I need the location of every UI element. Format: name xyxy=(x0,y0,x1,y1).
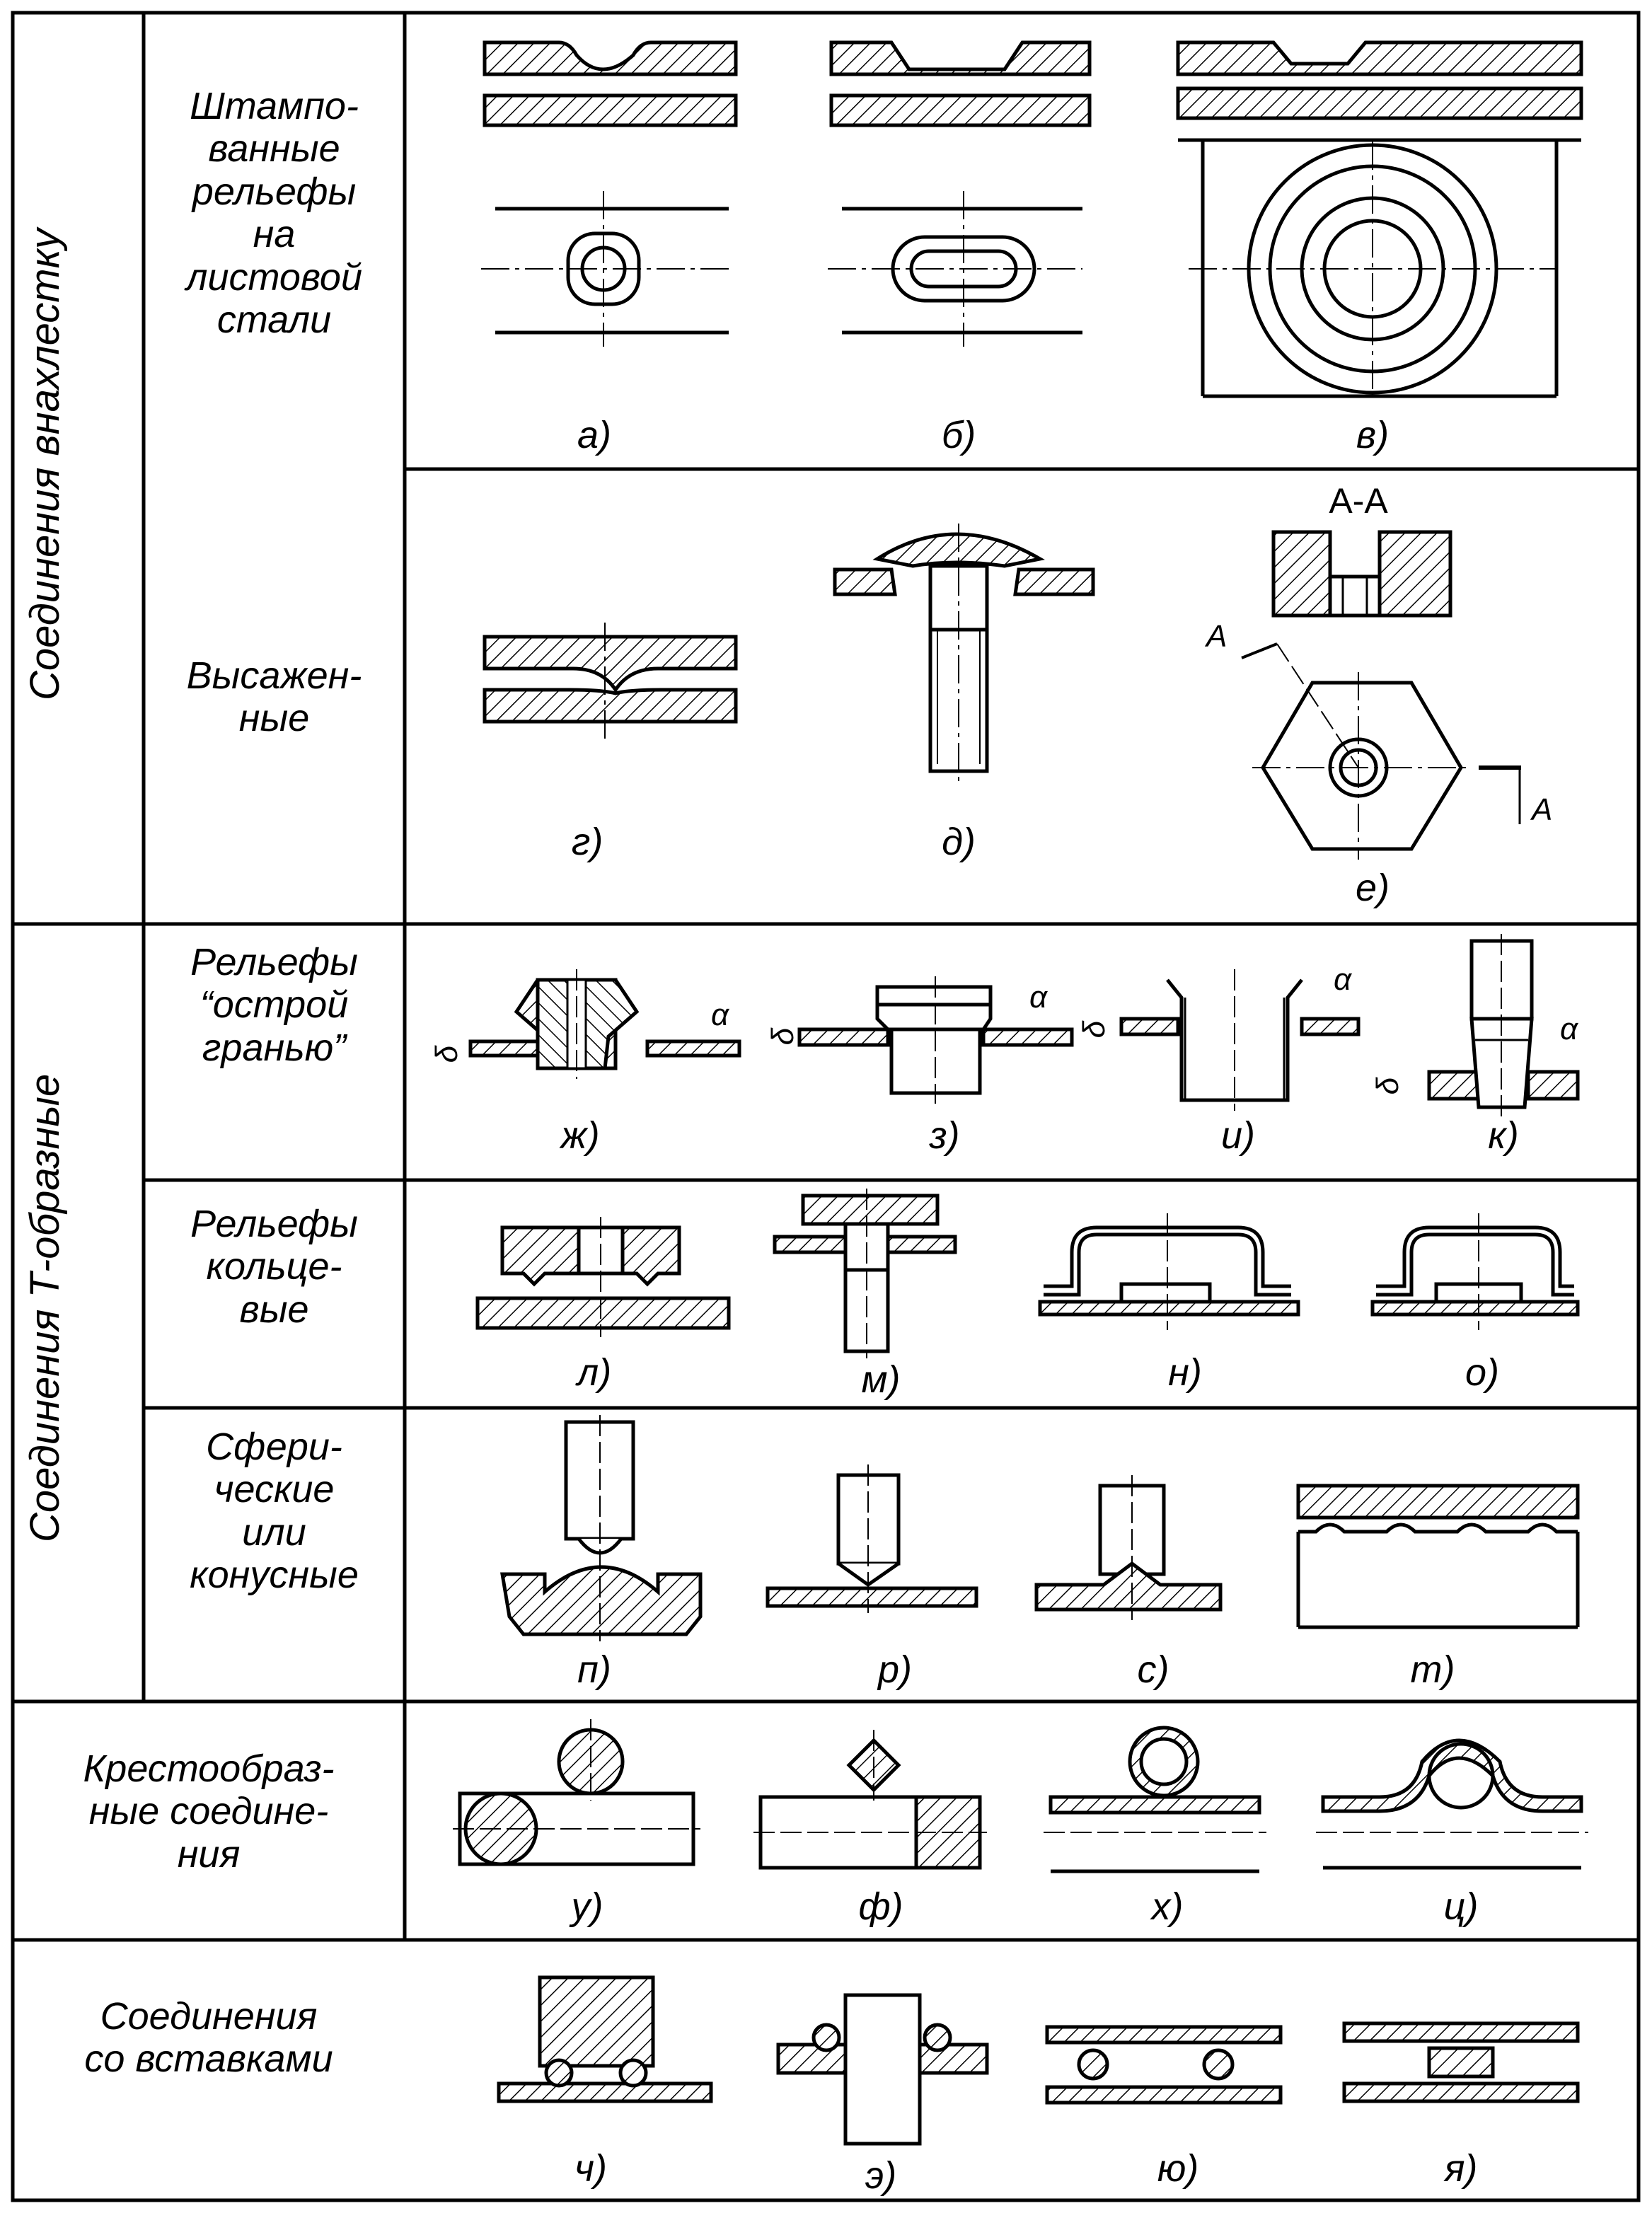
caption-k: к) xyxy=(1488,1114,1519,1157)
caption-l: л) xyxy=(577,1351,612,1394)
alpha-label-i: α xyxy=(1334,962,1352,997)
caption-v: в) xyxy=(1356,414,1390,456)
figure-t xyxy=(1296,1484,1580,1629)
caption-yu: ю) xyxy=(1157,2147,1199,2190)
caption-x: х) xyxy=(1151,1885,1184,1928)
delta-label-i: δ xyxy=(1077,1020,1112,1039)
figure-k xyxy=(1427,934,1580,1118)
cut-a-label-left: А xyxy=(1206,619,1228,654)
caption-r: р) xyxy=(877,1648,912,1691)
category-stamped: Штампо- ванные рельефы на листовой стали xyxy=(186,85,362,342)
caption-t: т) xyxy=(1410,1648,1455,1691)
delta-label-z: δ xyxy=(766,1027,801,1046)
section-aa-label: А-А xyxy=(1329,481,1388,521)
figure-yu xyxy=(1045,2025,1283,2105)
alpha-label-z: α xyxy=(1029,980,1048,1015)
delta-label-k: δ xyxy=(1370,1077,1406,1095)
caption-n: н) xyxy=(1168,1351,1202,1394)
figure-i xyxy=(1119,969,1361,1111)
caption-ya: я) xyxy=(1444,2147,1478,2190)
alpha-label-k: α xyxy=(1560,1012,1578,1046)
section-label-tee: Соединения Т-образные xyxy=(22,1073,68,1542)
figure-m xyxy=(773,1189,957,1358)
figure-z xyxy=(797,976,1074,1104)
figure-b xyxy=(828,40,1092,347)
category-ring: Рельефы кольце- вые xyxy=(190,1203,358,1331)
caption-e3: э) xyxy=(865,2154,897,2197)
figure-zh xyxy=(468,969,741,1079)
caption-z: з) xyxy=(929,1114,960,1157)
caption-zh: ж) xyxy=(560,1114,600,1157)
category-sharp-edge: Рельефы “острой гранью” xyxy=(190,941,358,1069)
caption-b: б) xyxy=(941,414,976,456)
caption-o: о) xyxy=(1465,1351,1499,1394)
table-grid xyxy=(11,11,1641,2202)
figure-n xyxy=(1038,1213,1300,1330)
figure-e2 xyxy=(776,1993,989,2146)
figure-f xyxy=(753,1730,987,1870)
alpha-label-zh: α xyxy=(711,998,729,1032)
delta-label-zh: δ xyxy=(429,1045,465,1063)
caption-i: и) xyxy=(1220,1114,1255,1157)
figure-r xyxy=(766,1464,978,1613)
caption-u: у) xyxy=(571,1885,603,1928)
figure-l xyxy=(475,1217,731,1337)
caption-g: г) xyxy=(571,821,603,863)
figure-s xyxy=(1034,1475,1223,1620)
figure-a xyxy=(481,40,738,347)
caption-f: ф) xyxy=(858,1885,903,1928)
figure-o xyxy=(1370,1213,1580,1330)
figure-e xyxy=(1241,530,1521,860)
section-label-lap: Соединения внахлестку xyxy=(22,229,68,700)
caption-m: м) xyxy=(861,1358,901,1401)
category-cross: Крестообраз- ные соедине- ния xyxy=(83,1747,335,1876)
caption-e: е) xyxy=(1355,867,1390,909)
figure-g xyxy=(483,623,738,739)
figure-ya xyxy=(1342,2021,1580,2103)
category-inserts: Соединения со вставками xyxy=(84,1995,333,2081)
figure-p xyxy=(500,1415,703,1641)
figure-ch xyxy=(497,1975,713,2103)
caption-s: с) xyxy=(1137,1648,1169,1691)
category-spherical: Сфери- ческие или конусные xyxy=(190,1426,359,1597)
caption-ts: ц) xyxy=(1443,1885,1479,1928)
caption-ch: ч) xyxy=(574,2147,607,2190)
caption-p: п) xyxy=(577,1648,611,1691)
category-upset: Высажен- ные xyxy=(186,654,362,740)
cut-a-label-right: А xyxy=(1532,792,1553,827)
figure-u xyxy=(453,1719,700,1866)
figure-v xyxy=(1176,40,1583,398)
figure-ts xyxy=(1316,1738,1588,1870)
figure-d xyxy=(833,524,1095,785)
caption-d: д) xyxy=(942,821,976,863)
caption-a: а) xyxy=(577,414,611,456)
figure-x xyxy=(1044,1726,1266,1873)
